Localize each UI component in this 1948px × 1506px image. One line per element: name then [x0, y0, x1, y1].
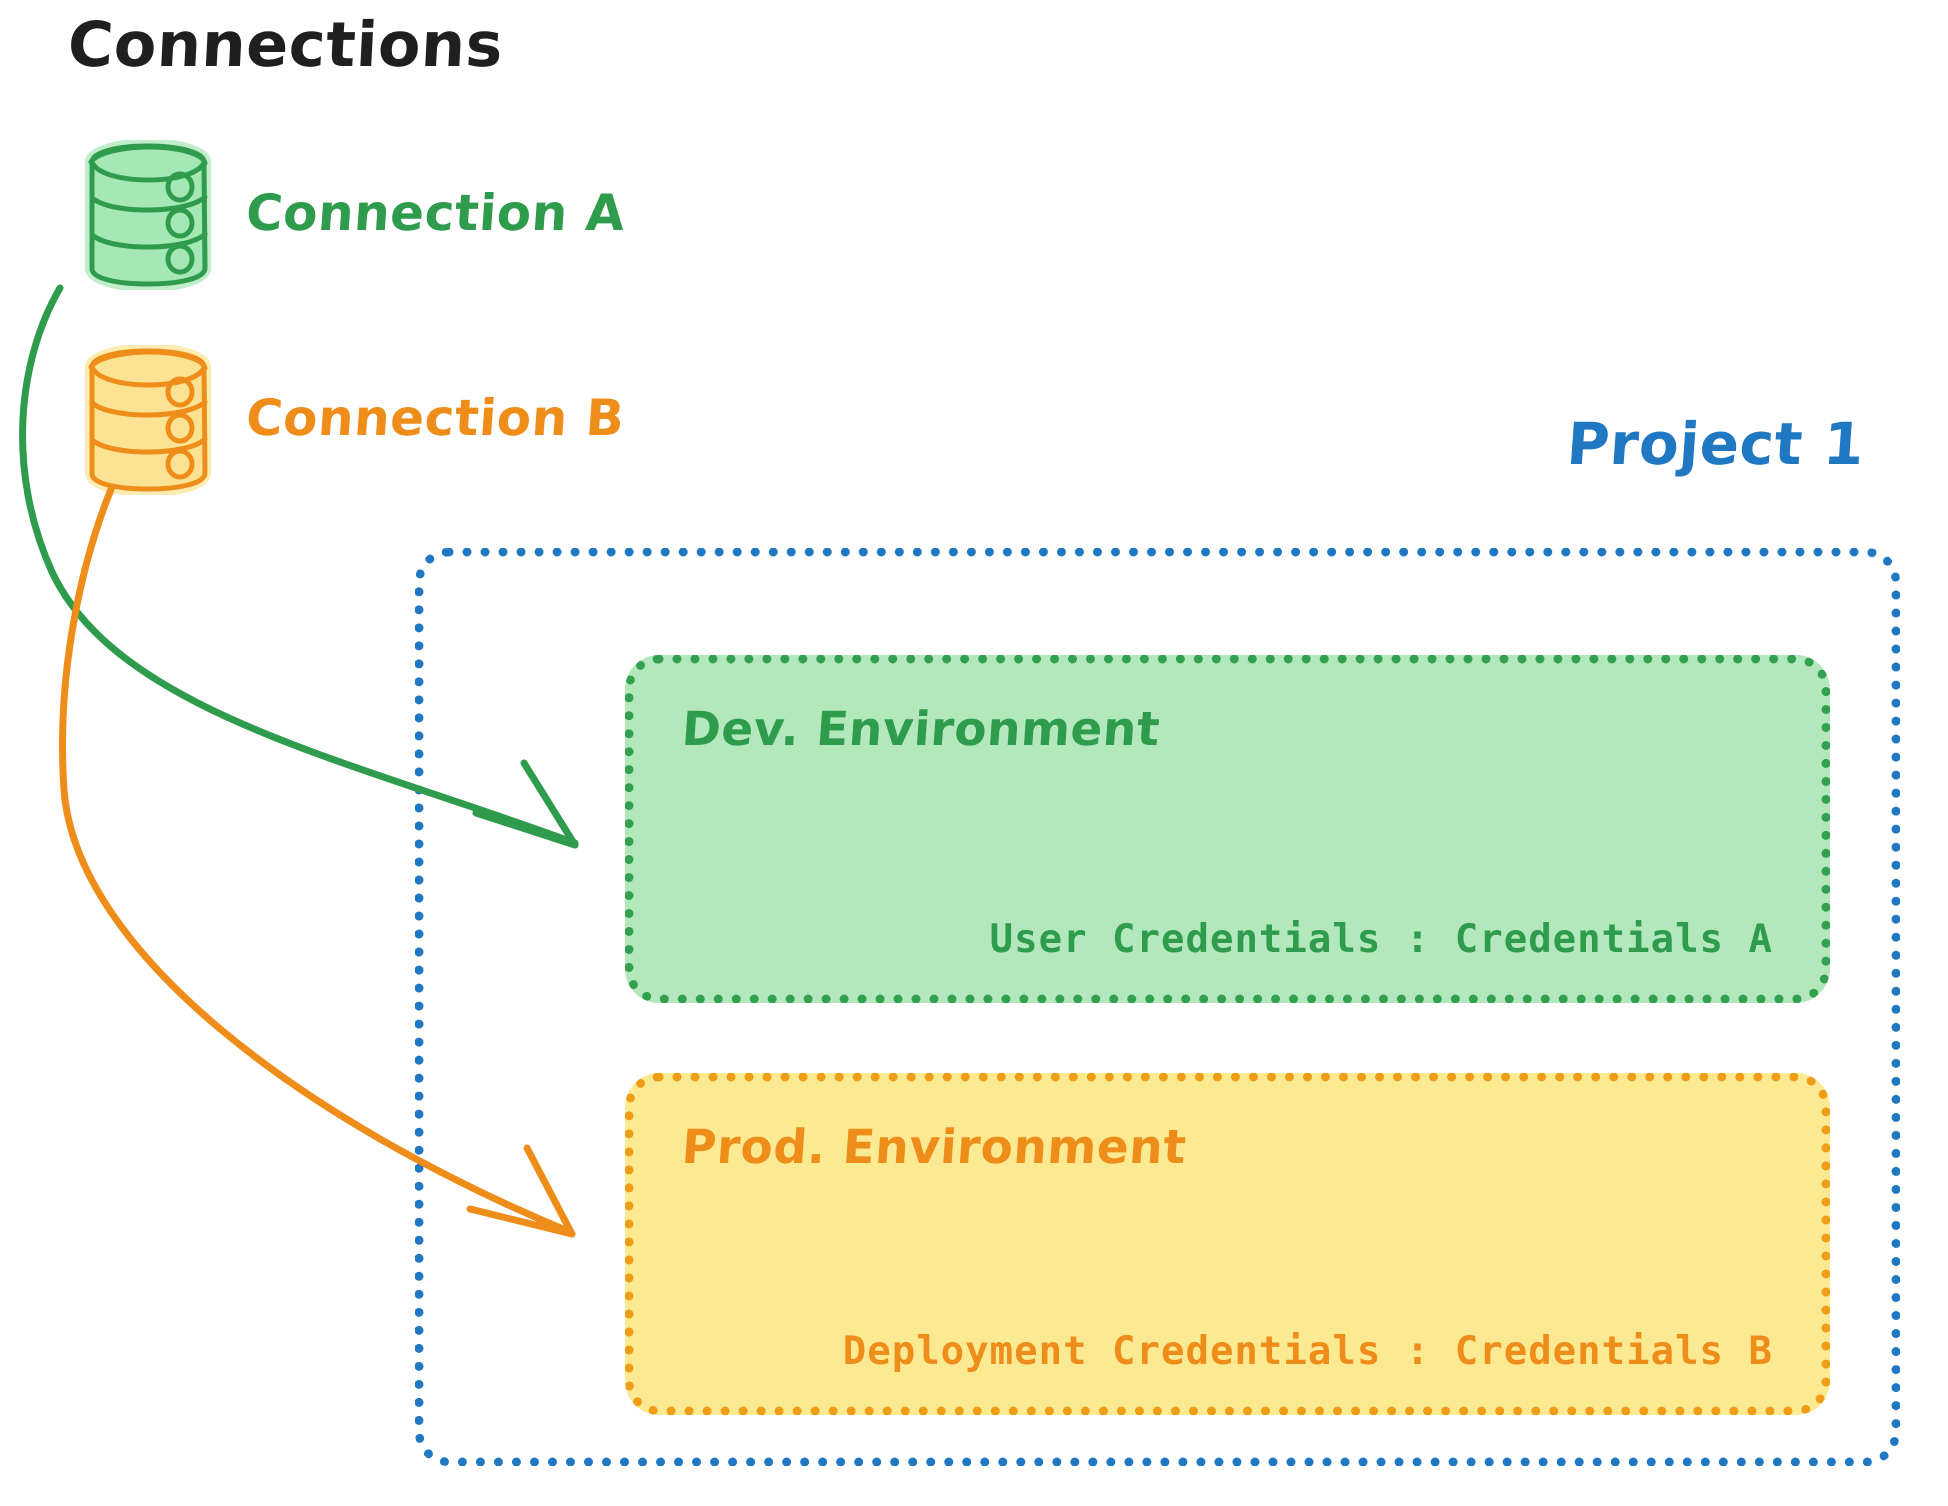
- prod-environment-title: Prod. Environment: [680, 1120, 1189, 1175]
- prod-environment-box[interactable]: Prod. Environment Deployment Credentials…: [625, 1073, 1830, 1415]
- dev-environment-box[interactable]: Dev. Environment User Credentials : Cred…: [625, 655, 1830, 1003]
- page-title: Connections: [66, 8, 506, 81]
- connection-item-b[interactable]: Connection B: [78, 345, 627, 495]
- project-title: Project 1: [1564, 410, 1867, 478]
- connection-item-a[interactable]: Connection A: [78, 140, 628, 290]
- dev-environment-credentials: User Credentials : Credentials A: [989, 917, 1773, 962]
- connection-b-label: Connection B: [244, 389, 627, 447]
- dev-environment-title: Dev. Environment: [680, 702, 1162, 757]
- prod-environment-credentials: Deployment Credentials : Credentials B: [842, 1329, 1773, 1374]
- connection-a-label: Connection A: [244, 184, 628, 242]
- database-icon: [85, 140, 211, 290]
- database-icon: [85, 345, 211, 495]
